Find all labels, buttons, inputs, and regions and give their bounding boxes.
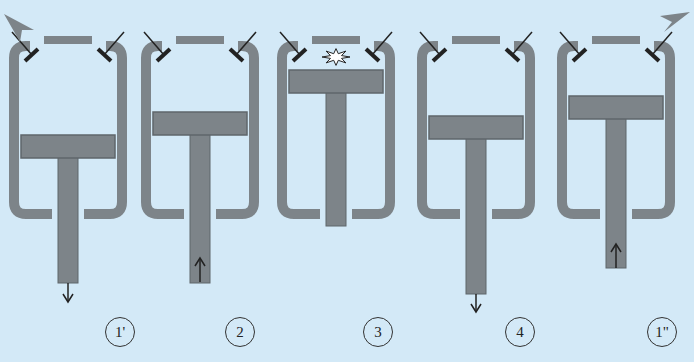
intake-valve-head — [25, 49, 38, 61]
piston — [569, 96, 663, 119]
callout-number: 4 — [516, 324, 524, 341]
intake-valve-stem — [560, 32, 580, 55]
cylinder-wall — [84, 46, 122, 214]
exhaust-valve-head — [506, 49, 519, 61]
intake-valve-head — [293, 49, 306, 61]
callout-circle: 1' — [105, 317, 135, 347]
callout-number: 2 — [236, 324, 244, 341]
cylinder-head — [176, 36, 224, 44]
piston — [21, 135, 115, 158]
callout-circle: 3 — [363, 317, 393, 347]
cylinder-wall — [14, 46, 52, 214]
exhaust-valve-stem — [236, 32, 256, 55]
piston-rod — [606, 116, 626, 268]
cylinder-head — [592, 36, 640, 44]
motion-arrow — [67, 283, 69, 302]
motion-arrow-head — [611, 244, 621, 252]
motion-arrow-head — [195, 258, 205, 266]
intake-valve-stem — [280, 32, 300, 55]
motion-arrow-head — [63, 294, 73, 302]
motion-arrow — [615, 244, 617, 268]
ignition-spark — [322, 49, 350, 66]
piston — [429, 116, 523, 139]
intake-arrow — [4, 14, 34, 42]
callout-circle: 2 — [225, 317, 255, 347]
piston-rod — [58, 155, 78, 283]
cylinder-head — [312, 36, 360, 44]
exhaust-valve-stem — [372, 32, 392, 55]
intake-valve-stem — [420, 32, 440, 55]
intake-valve-stem — [12, 32, 32, 55]
callout-number: 1' — [115, 324, 125, 341]
cylinder-head — [452, 36, 500, 44]
exhaust-valve-head — [646, 49, 659, 61]
cylinder-head — [44, 36, 92, 44]
exhaust-valve-head — [98, 49, 111, 61]
motion-arrow-head — [471, 304, 481, 312]
piston — [153, 112, 247, 135]
callout-circle: 1" — [647, 317, 677, 347]
exhaust-valve-head — [230, 49, 243, 61]
callout-number: 3 — [374, 324, 382, 341]
piston-rod — [466, 136, 486, 294]
callout-circle: 4 — [505, 317, 535, 347]
intake-valve-head — [433, 49, 446, 61]
cylinder-wall — [632, 46, 670, 214]
callout-number: 1" — [655, 324, 669, 341]
motion-arrow — [475, 294, 477, 312]
exhaust-valve-stem — [652, 32, 672, 55]
exhaust-valve-stem — [512, 32, 532, 55]
exhaust-valve-head — [366, 49, 379, 61]
motion-arrow — [199, 258, 201, 282]
exhaust-valve-stem — [104, 32, 124, 55]
intake-valve-stem — [144, 32, 164, 55]
piston — [289, 70, 383, 93]
cylinder-wall — [562, 46, 600, 214]
intake-valve-head — [157, 49, 170, 61]
piston-rod — [190, 132, 210, 283]
exhaust-arrow — [660, 12, 690, 32]
piston-rod — [326, 90, 346, 226]
intake-valve-head — [573, 49, 586, 61]
